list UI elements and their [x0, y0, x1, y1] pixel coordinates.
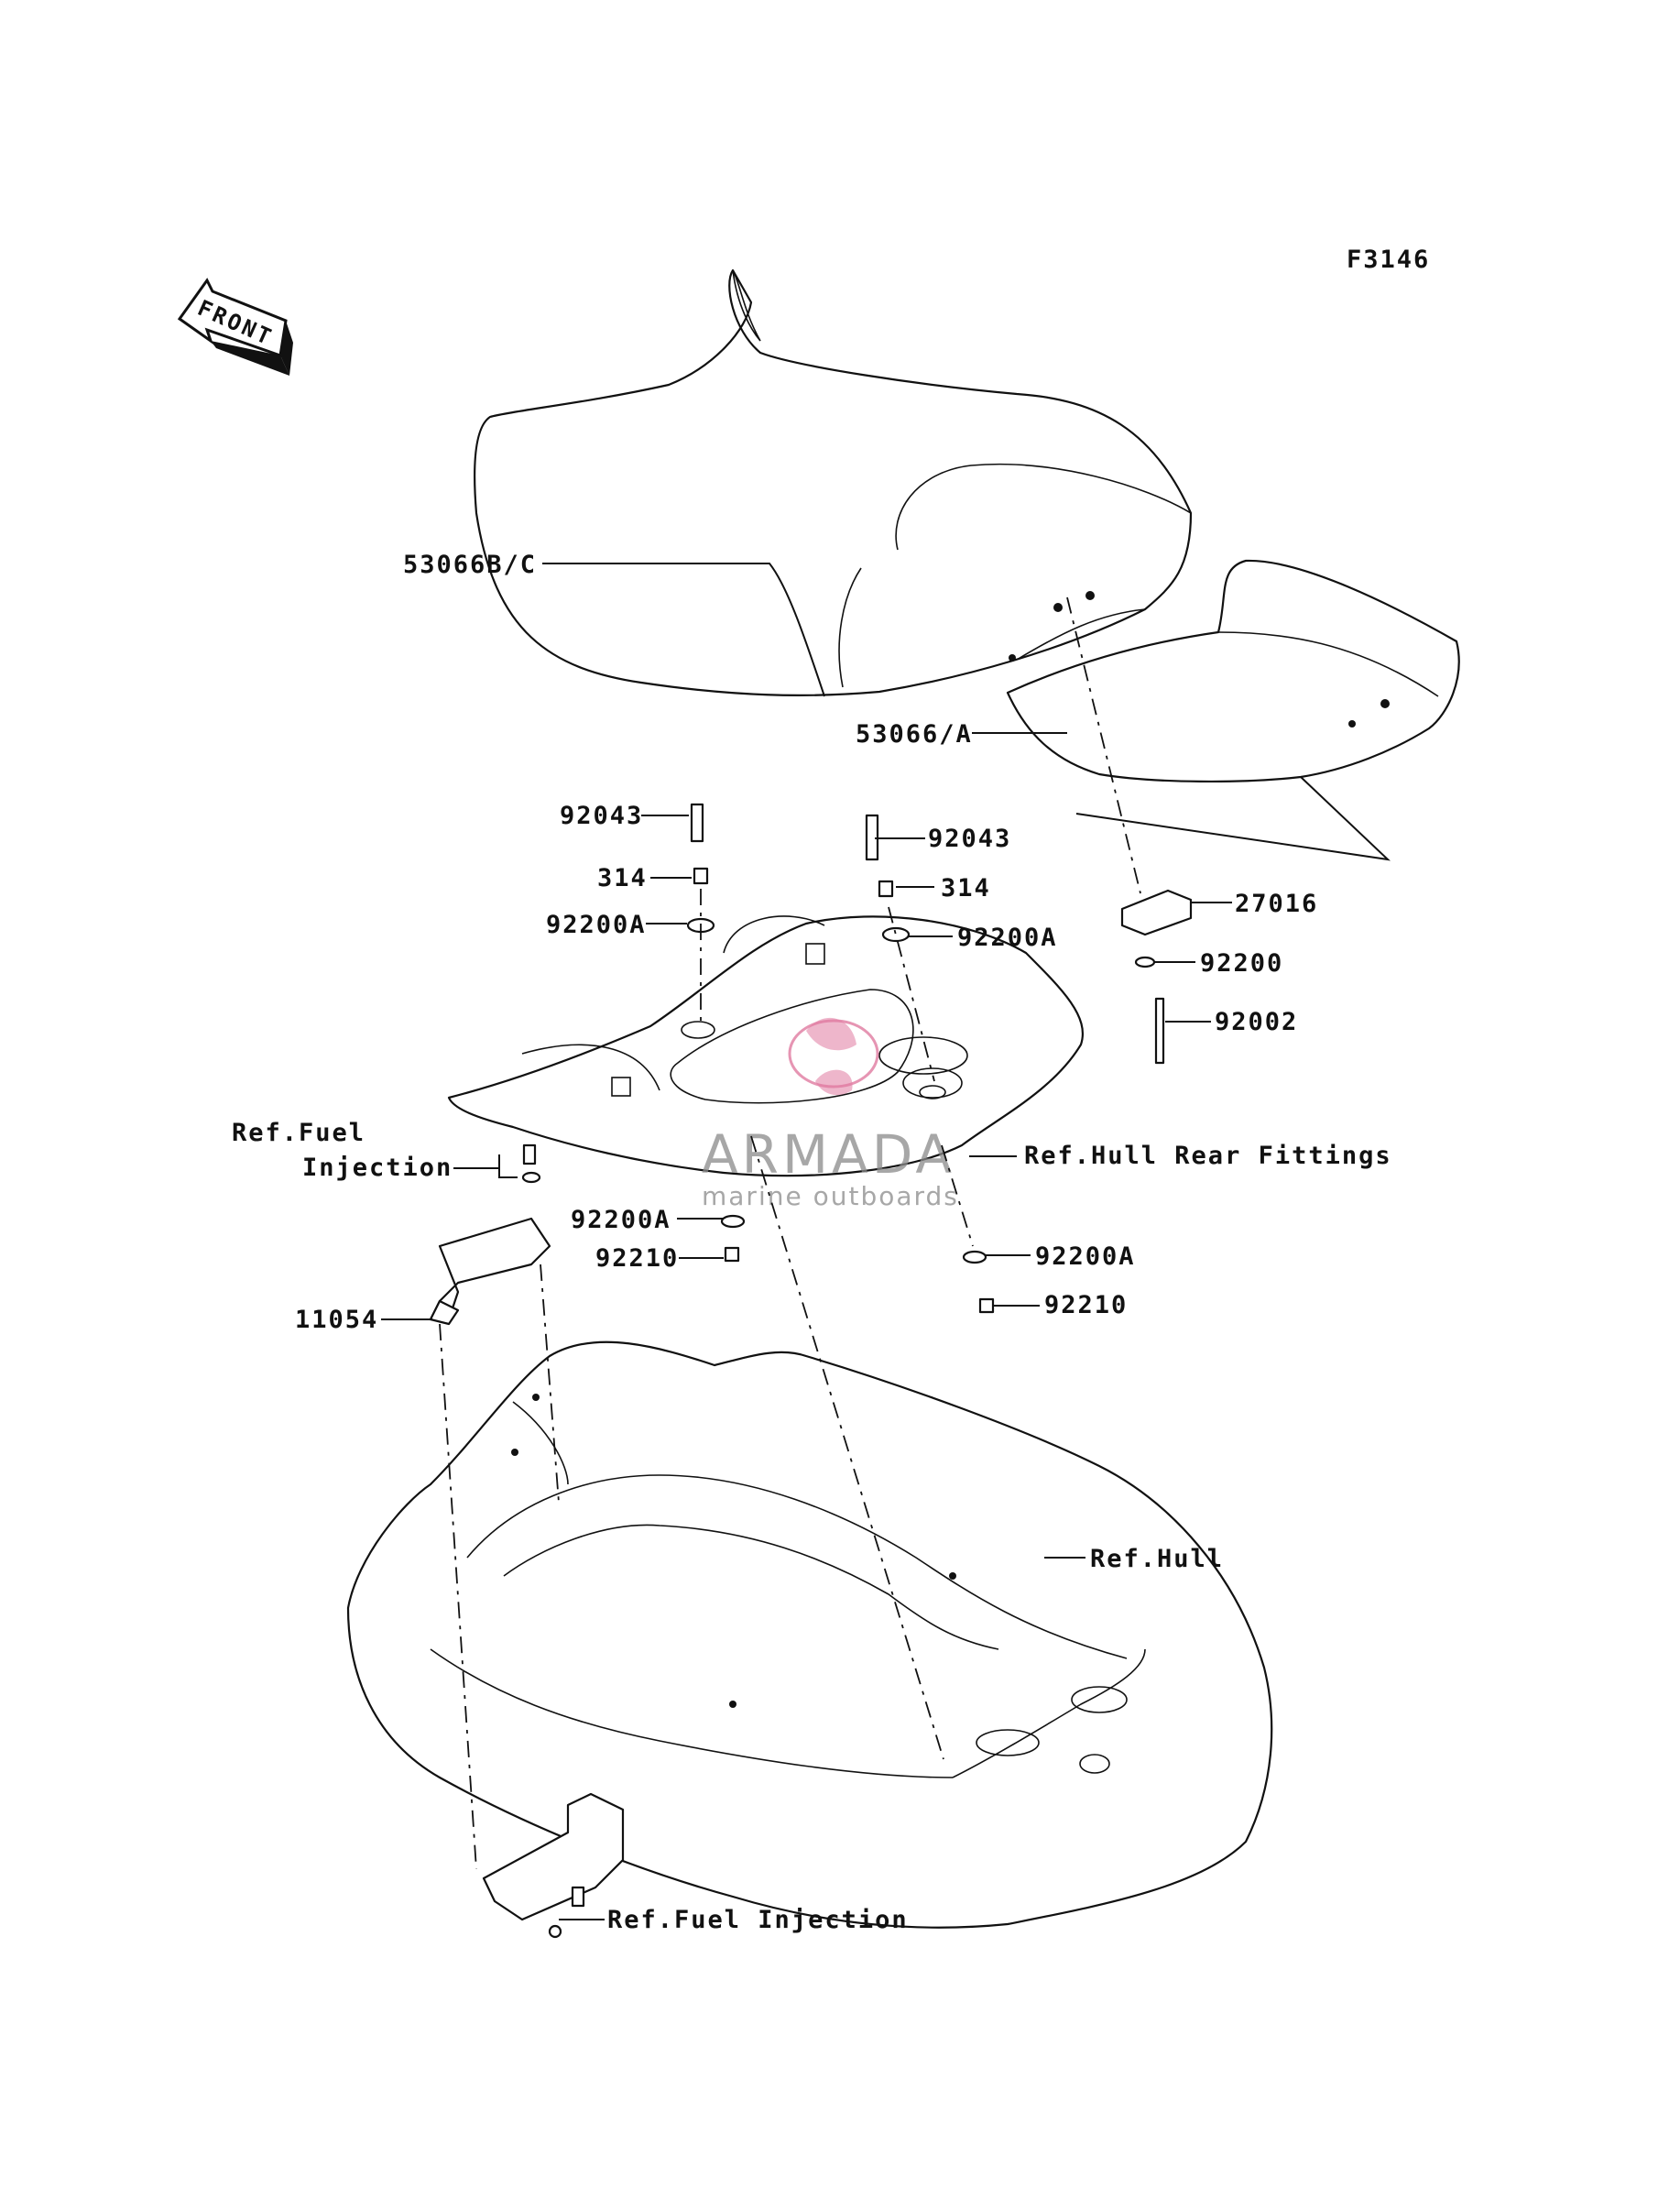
bracket-11054 [429, 1143, 560, 1870]
label-ref-hull-rear: Ref.Hull Rear Fittings [1024, 1142, 1392, 1170]
right-fastener-stack [865, 814, 935, 1082]
part-labels: 53066B/C 53066/A 92043 92043 314 314 922… [232, 551, 1392, 1934]
watermark-brand: ARMADA [702, 1123, 955, 1186]
label-ref-fuel-upper-2: Injection [302, 1154, 453, 1182]
watermark: ARMADA marine outboards [702, 1017, 959, 1211]
leader-lines [381, 563, 1232, 1920]
hull [346, 1340, 1273, 1929]
lower-fasteners [720, 1135, 995, 1760]
label-ref-fuel-lower: Ref.Fuel Injection [607, 1906, 909, 1934]
seat-base [447, 915, 1084, 1177]
label-92200a-lower-left: 92200A [571, 1206, 671, 1234]
label-314-right: 314 [941, 874, 991, 903]
label-92043-right: 92043 [928, 825, 1011, 853]
label-ref-hull: Ref.Hull [1090, 1545, 1224, 1573]
label-92210-right: 92210 [1044, 1291, 1128, 1319]
left-fastener-stack [686, 803, 715, 1026]
figure-code: F3146 [1347, 246, 1430, 274]
label-53066bc: 53066B/C [403, 551, 537, 579]
label-27016: 27016 [1235, 890, 1318, 918]
label-92200a-upper-left: 92200A [546, 911, 647, 939]
label-11054: 11054 [295, 1306, 378, 1334]
front-arrow-icon: FRONT [177, 278, 293, 376]
front-seat [474, 268, 1193, 696]
label-53066a: 53066/A [856, 720, 973, 749]
lower-fuel-bracket [482, 1792, 625, 1939]
label-92200a-upper-right: 92200A [957, 924, 1058, 952]
watermark-tagline: marine outboards [702, 1181, 959, 1211]
label-92200: 92200 [1200, 949, 1283, 978]
rear-seat [1006, 559, 1460, 861]
label-92210-left: 92210 [595, 1244, 679, 1273]
rear-bracket-group [1066, 596, 1193, 1065]
label-314-left: 314 [597, 864, 648, 892]
label-92200a-lower-right: 92200A [1035, 1242, 1136, 1271]
label-ref-fuel-upper-1: Ref.Fuel [232, 1119, 365, 1147]
label-92043-left: 92043 [560, 802, 643, 830]
label-92002: 92002 [1215, 1008, 1298, 1036]
